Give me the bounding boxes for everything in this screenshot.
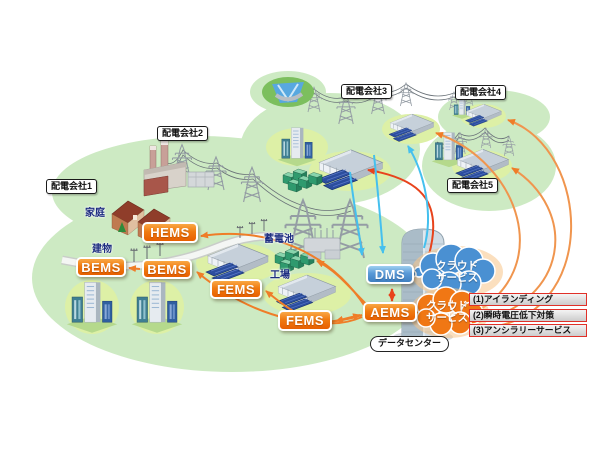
region-label-4: 配電会社4: [455, 85, 507, 100]
bems-left-box: BEMS: [76, 257, 126, 277]
aems-cloud-label: クラウド サービス: [420, 300, 474, 324]
arrow-red-to-region3-factory: [367, 167, 435, 259]
bems-center-box: BEMS: [142, 259, 192, 279]
service-item-voltage-sag: (2)瞬時電圧低下対策: [469, 308, 587, 322]
region-label-1: 配電会社1: [46, 179, 98, 194]
service-list: (1)アイランディング (2)瞬時電圧低下対策 (3)アンシラリーサービス: [469, 293, 587, 337]
region-label-2: 配電会社2: [157, 126, 209, 141]
arrow-bems-to-bems: [128, 265, 141, 273]
data-center-label: データセンター: [370, 336, 450, 352]
arrow-aems-to-battery: [316, 260, 369, 307]
arrow-dms-to-grid: [407, 145, 430, 249]
hems-box: HEMS: [142, 222, 198, 243]
substation-icon: [303, 228, 341, 260]
arrow-aems-fems-exchange: [335, 313, 361, 323]
service-item-islanding: (1)アイランディング: [469, 293, 587, 306]
aems-cloud-line2: サービス: [426, 311, 468, 324]
service-item-ancillary: (3)アンシラリーサービス: [469, 324, 587, 337]
dms-cloud-line2: サービス: [436, 271, 478, 284]
storage-battery-label: 蓄電池: [264, 234, 294, 245]
dms-cloud-line1: クラウド: [436, 260, 478, 272]
arrow-grid-to-dms-2: [373, 154, 386, 254]
factory-label: 工場: [270, 270, 290, 281]
arrow-grid-to-dms-1: [349, 171, 365, 256]
region-label-3: 配電会社3: [341, 84, 393, 99]
dms-cloud-icon: [409, 243, 503, 298]
dms-cloud-label: クラウド サービス: [428, 260, 486, 284]
aems-cloud-line1: クラウド: [426, 300, 468, 312]
home-label: 家庭: [85, 208, 105, 219]
building-label: 建物: [92, 244, 112, 255]
dms-box: DMS: [366, 264, 414, 284]
aems-box: AEMS: [363, 302, 417, 322]
hydro-dam-icon: [262, 77, 314, 107]
region-label-5: 配電会社5: [447, 178, 499, 193]
fems-bottom-box: FEMS: [278, 310, 332, 331]
power-plant-icon: [143, 140, 215, 197]
fems-left-box: FEMS: [210, 279, 262, 299]
